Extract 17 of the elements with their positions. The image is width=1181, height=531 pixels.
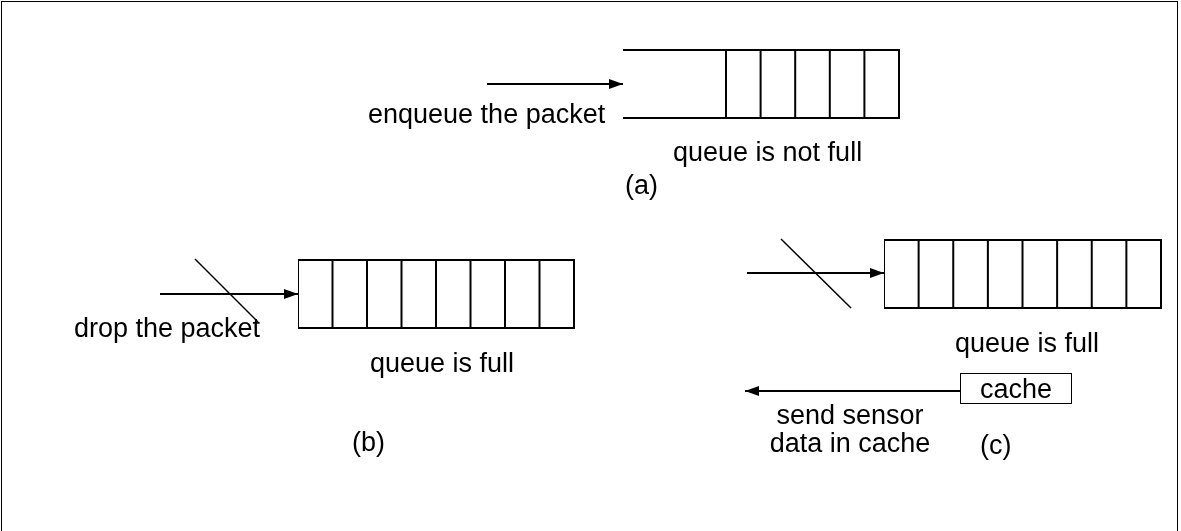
queue-caption: queue is full bbox=[955, 328, 1100, 358]
box-label: cache bbox=[979, 374, 1053, 403]
panel-label: (a) bbox=[625, 170, 658, 200]
action-label: drop the packet bbox=[74, 313, 261, 343]
arrow bbox=[746, 268, 885, 278]
queue-drawing bbox=[298, 259, 575, 329]
arrow bbox=[159, 289, 299, 299]
action-label: enqueue the packet bbox=[368, 99, 606, 129]
panel-label: (c) bbox=[980, 430, 1012, 460]
arrow bbox=[486, 79, 624, 89]
queue-caption: queue is full bbox=[370, 348, 515, 378]
queue-drawing bbox=[884, 239, 1162, 309]
arrow bbox=[744, 386, 961, 396]
panel-label: (b) bbox=[352, 427, 385, 457]
cache-box bbox=[960, 373, 1072, 404]
queue-caption: queue is not full bbox=[673, 137, 863, 167]
queue-drawing bbox=[623, 49, 900, 119]
